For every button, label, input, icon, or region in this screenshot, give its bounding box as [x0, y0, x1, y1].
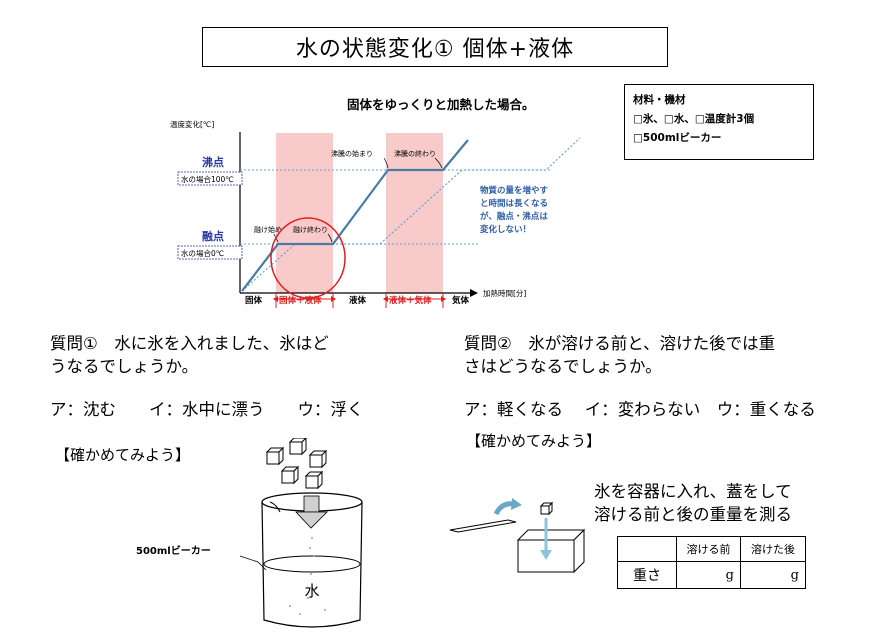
x-axis-label: 加熱時間[分] — [483, 288, 526, 298]
materials-item: □500mlビーカー — [633, 132, 722, 144]
water-surface — [263, 555, 361, 573]
q1-text: 質問① 水に氷を入れました、氷はど うなるでしょうか。 — [50, 334, 329, 376]
page-title: 水の状態変化① 個体+液体 — [202, 27, 668, 67]
table-header-after: 溶けた後 — [740, 536, 806, 562]
melting-point-label: 融点 — [202, 229, 224, 243]
q1-options: ア：沈む イ：水中に漂う ウ：浮く — [50, 400, 364, 419]
melt-end-label: 融け終わり — [293, 225, 328, 234]
ice-cube-icon — [539, 501, 554, 516]
boil-end-label: 沸騰の終わり — [394, 149, 436, 158]
melt-start-label: 融け始め — [254, 225, 282, 234]
lid — [449, 519, 517, 533]
materials-title: 材料・機材 — [633, 94, 686, 106]
down-arrow-icon — [295, 511, 328, 529]
water-label: 水 — [304, 582, 319, 600]
weight-table: 溶ける前 溶けた後 重さ g g — [617, 536, 806, 589]
table-header-empty — [617, 536, 677, 562]
q2-options: ア：軽くなる イ：変わらない ウ：重くなる — [464, 400, 816, 419]
weight-after-cell[interactable]: g — [740, 561, 806, 589]
band-liquid-gas — [386, 133, 443, 293]
boil-start-label: 沸騰の始まり — [331, 149, 373, 158]
materials-box: 材料・機材 □氷、□水、□温度計3個 □500mlビーカー — [624, 84, 814, 160]
heating-chart: 固体をゆっくりと加熱した場合。 温度変化[℃] 加熱時間[分] 沸点 水の場合1… — [170, 97, 581, 308]
q2-check-heading: 【確かめてみよう】 — [466, 432, 602, 450]
q2-instruction: 氷を容器に入れ、蓋をして 溶ける前と後の重量を測る — [594, 482, 792, 524]
y-axis-label: 温度変化[℃] — [170, 119, 214, 129]
q1-check-heading: 【確かめてみよう】 — [55, 446, 191, 464]
down-arrow-icon — [540, 550, 552, 560]
boiling-water-label: 水の場合100℃ — [181, 174, 234, 184]
q2-text: 質問② 氷が溶ける前と、溶けた後では重 さはどうなるでしょうか。 — [464, 334, 776, 376]
materials-item: □氷、□水、□温度計3個 — [633, 113, 755, 125]
chart-heading: 固体をゆっくりと加熱した場合。 — [347, 97, 535, 112]
weight-before-cell[interactable]: g — [676, 561, 741, 589]
boiling-point-label: 沸点 — [202, 155, 224, 169]
phase-labels: 固体 固体＋液体 液体 液体＋気体 気体 — [245, 295, 470, 306]
table-header-before: 溶ける前 — [676, 536, 741, 562]
beaker-label: 500mlビーカー — [136, 544, 211, 557]
chart-note: 物質の量を増やす と時間は長くなる が、融点・沸点は 変化しない！ — [480, 185, 551, 235]
band-solid-liquid — [276, 133, 333, 293]
ice-cubes-icon — [265, 438, 328, 490]
container-illustration — [449, 498, 586, 574]
highlight-ellipse — [270, 217, 346, 299]
beaker-body — [261, 501, 363, 628]
table-row-label: 重さ — [617, 561, 677, 589]
beaker-illustration: 水 500mlビーカー — [136, 438, 363, 628]
melting-water-label: 水の場合0℃ — [181, 248, 224, 258]
